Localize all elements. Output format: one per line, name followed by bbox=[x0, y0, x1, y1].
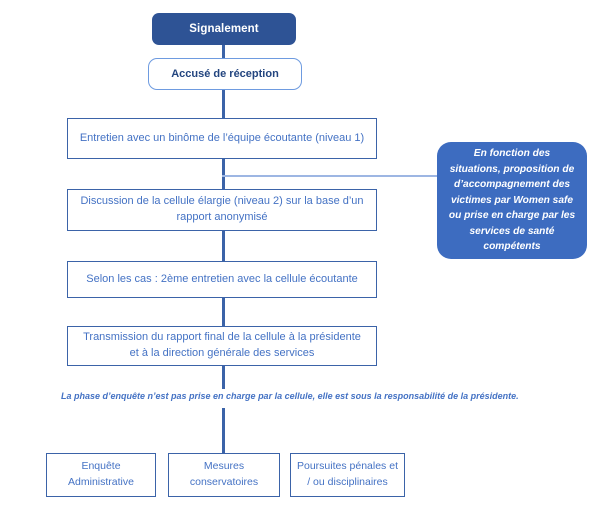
node-outcome-poursuites-penales-label: Poursuites pénales et / ou disciplinaire… bbox=[297, 460, 398, 488]
node-side-note-accompagnement[interactable]: En fonction des situations, proposition … bbox=[437, 142, 587, 259]
node-second-entretien-label: Selon les cas : 2ème entretien avec la c… bbox=[86, 272, 358, 285]
caption-phase-enquete: La phase d’enquête n’est pas prise en ch… bbox=[61, 391, 519, 401]
node-entretien-binome-label: Entretien avec un binôme de l’équipe éco… bbox=[79, 131, 365, 144]
connector-flow-to-note bbox=[222, 175, 438, 177]
node-outcome-mesures-conservatoires[interactable]: Mesures conservatoires bbox=[168, 453, 280, 497]
node-discussion-cellule-elargie[interactable]: Discussion de la cellule élargie (niveau… bbox=[67, 189, 377, 231]
node-outcome-mesures-conservatoires-label: Mesures conservatoires bbox=[189, 460, 259, 488]
node-discussion-cellule-elargie-label: Discussion de la cellule élargie (niveau… bbox=[80, 195, 364, 223]
node-outcome-enquete-administrative[interactable]: Enquête Administrative bbox=[46, 453, 156, 497]
connector-caption-to-outcomes bbox=[222, 408, 225, 454]
node-signalement-label: Signalement bbox=[189, 23, 259, 35]
connector-step3-to-step4 bbox=[222, 297, 225, 327]
connector-step4-to-caption bbox=[222, 365, 225, 389]
node-signalement[interactable]: Signalement bbox=[152, 13, 296, 45]
caption-phase-enquete-text: La phase d’enquête n’est pas prise en ch… bbox=[61, 391, 519, 401]
node-transmission-rapport-final-label: Transmission du rapport final de la cell… bbox=[83, 331, 361, 359]
connector-step1-to-step2 bbox=[222, 158, 225, 190]
node-accuse-de-reception[interactable]: Accusé de réception bbox=[148, 58, 302, 90]
node-accuse-de-reception-label: Accusé de réception bbox=[171, 68, 279, 80]
node-outcome-poursuites-penales[interactable]: Poursuites pénales et / ou disciplinaire… bbox=[290, 453, 405, 497]
node-entretien-binome[interactable]: Entretien avec un binôme de l’équipe éco… bbox=[67, 118, 377, 159]
node-second-entretien[interactable]: Selon les cas : 2ème entretien avec la c… bbox=[67, 261, 377, 298]
node-outcome-enquete-administrative-label: Enquête Administrative bbox=[68, 460, 134, 488]
connector-header-to-acknowledge bbox=[222, 44, 225, 60]
connector-step2-to-step3 bbox=[222, 230, 225, 262]
node-transmission-rapport-final[interactable]: Transmission du rapport final de la cell… bbox=[67, 326, 377, 366]
connector-acknowledge-to-step1 bbox=[222, 87, 225, 119]
node-side-note-label: En fonction des situations, proposition … bbox=[448, 148, 576, 253]
